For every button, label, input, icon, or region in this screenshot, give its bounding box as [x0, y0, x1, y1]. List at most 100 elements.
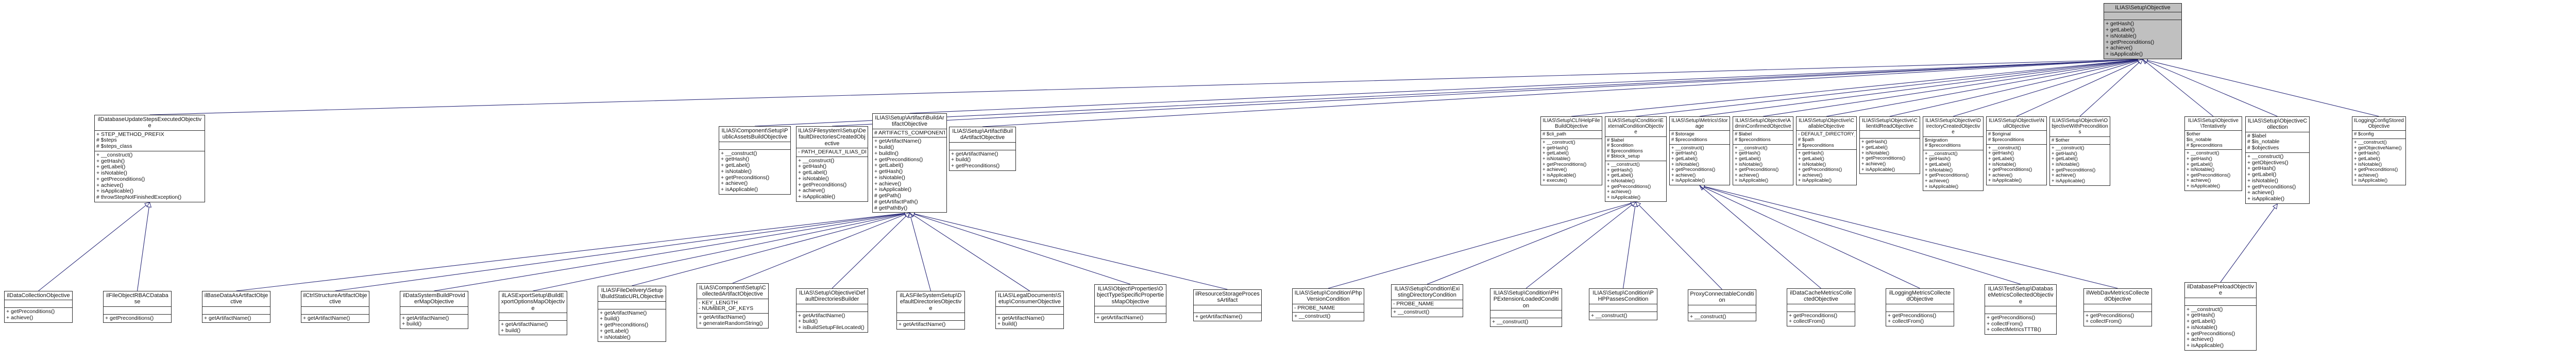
class-node-n_b_filerbac[interactable]: ilFileObjectRBACDatabase+ getPreconditio… — [103, 291, 172, 323]
class-operation-row: # getPathBy() — [874, 205, 908, 211]
class-node-n_b_cond_php[interactable]: ILIAS\Setup\Condition\PhpVersionConditio… — [1292, 288, 1364, 322]
class-operation-row: + __construct() — [1607, 162, 1640, 168]
class-node-n_b_comp[interactable]: ILIAS\Component\Setup\CollectedArtifactO… — [697, 283, 769, 329]
class-node-n_b_testsetup[interactable]: ILIAS\Test\Setup\DatabaseMetricsCollecte… — [1985, 284, 2057, 335]
class-operation-row: + getHash() — [1607, 167, 1633, 173]
class-operation-row: + achieve() — [1607, 189, 1632, 195]
class-operation-row: + collectFrom() — [1888, 319, 1924, 325]
class-node-n_b_filesys[interactable]: ilLASFileSystemSetup\DefaultDirectoriesO… — [896, 291, 965, 330]
class-operation-row: + __construct() — [1294, 314, 1331, 320]
class-operation-row: + isApplicable() — [1607, 195, 1641, 200]
class-node-attributes — [1194, 305, 1261, 313]
inheritance-edge — [1953, 59, 2143, 117]
class-attribute-row: # $label — [1735, 132, 1752, 137]
class-attribute-row: - PATH_DEFAULT_ILIAS_DIR — [798, 149, 866, 155]
class-node-operations: + __construct()+ getHash()+ getLabel()+ … — [796, 157, 868, 201]
class-node-n_metrics[interactable]: ILIAS\Setup\Metrics\Storage# $storage# $… — [1669, 116, 1730, 185]
class-operation-row: + __construct() — [2187, 306, 2223, 313]
inheritance-edge — [732, 212, 910, 284]
class-node-n_b_setupdefault[interactable]: ILIAS\Setup\Objective\DefaultDirectories… — [796, 288, 868, 333]
class-node-attributes: # ARTIFACTS_COMPONENTS_DIRECTORY — [873, 129, 946, 138]
class-node-n_b_resource[interactable]: ilResourceStorageProcessArtifact+ getArt… — [1193, 289, 1262, 322]
class-attribute-row: - NUMBER_OF_KEYS — [699, 306, 754, 312]
inheritance-edge — [2079, 59, 2143, 117]
class-node-n_b_logcoll[interactable]: ilLoggingMetricsCollectedObjective+ getP… — [1886, 288, 1954, 327]
class-node-operations: + getPreconditions() — [104, 315, 171, 323]
class-node-attributes — [1490, 310, 1562, 318]
class-node-n_objcollection[interactable]: ILIAS\Setup\ObjectiveCollection# $label#… — [2245, 116, 2310, 204]
class-operation-row: + achieve() — [1543, 167, 1567, 173]
class-node-n_b_cond_phpext[interactable]: ILIAS\Setup\Condition\PHPPassesCondition… — [1589, 288, 1657, 321]
class-node-root[interactable]: ILIAS\Setup\Objective+ getHash()+ getLab… — [2104, 3, 2182, 59]
class-operation-row: + isBuildSetupFileLocated() — [798, 325, 865, 331]
class-node-n_b_objprops[interactable]: ILIAS\Object\Properties\ObjectTypeSpecif… — [1094, 284, 1166, 323]
class-attribute-row: # $preconditions — [2187, 143, 2223, 148]
class-node-n_b_webdav[interactable]: ilWebDavMetricsCollectedObjective+ getPr… — [2083, 288, 2152, 327]
class-node-n_b_dataobj[interactable]: ilDataCacheMetricsCollectedObjective+ ge… — [1787, 288, 1855, 327]
class-node-attributes: - PROBE_NAME — [1293, 304, 1364, 313]
class-node-n_b_legal[interactable]: ILIAS\LegalDocuments\Setup\ConsumerObjec… — [995, 291, 1064, 330]
class-node-operations: + getArtifactName()+ build()+ buildIn()+… — [873, 137, 946, 212]
class-operation-row: + buildIn() — [874, 150, 899, 157]
inheritance-edge — [434, 212, 910, 291]
class-operation-row: + getHash() — [1861, 140, 1887, 145]
class-attribute-row: # $storage — [1671, 132, 1694, 137]
class-node-n_b_export[interactable]: ilLASExportSetup\BuildExportOptionsMapOb… — [499, 291, 567, 336]
class-node-operations: + __construct() — [1490, 318, 1562, 326]
class-operation-row: + isApplicable() — [721, 187, 758, 193]
inheritance-edge — [1699, 185, 1821, 289]
class-node-n_tentative[interactable]: ILIAS\Setup\Objective\Tentatively$other$… — [2184, 116, 2242, 191]
class-node-n_nullobj[interactable]: ILIAS\Setup\Objective\NullObjective# $or… — [1986, 116, 2047, 185]
class-node-n_cond_ext[interactable]: ILIAS\Setup\Condition\ExternalConditionO… — [1605, 116, 1667, 202]
class-node-n_b_dbpreset[interactable]: ilDatabasePreloadObjective+ __construct(… — [2184, 282, 2257, 351]
class-node-n_b_proxy[interactable]: ProxyConnectableCondition+ __construct() — [1688, 289, 1756, 322]
class-operation-row: + isNotable() — [1861, 150, 1890, 156]
class-attribute-row: # $objectives — [2247, 145, 2279, 151]
class-node-n_b_cond_dir[interactable]: ILIAS\Setup\Condition\ExistingDirectoryC… — [1391, 284, 1463, 318]
class-node-operations: + __construct()+ getHash()+ getLabel()+ … — [1670, 145, 1730, 185]
inheritance-edge — [909, 212, 1131, 285]
class-attribute-row: # $is_notable — [2247, 139, 2280, 145]
class-operation-row: + getArtifactName() — [951, 151, 998, 157]
class-node-n_b_cond_perm[interactable]: ILIAS\Setup\Condition\PHPExtensionLoaded… — [1490, 288, 1562, 327]
class-node-n_buildartifact[interactable]: ILIAS\Setup\Artifact\BuildArtifactObject… — [872, 113, 947, 213]
class-operation-row: + __construct() — [1492, 319, 1529, 325]
class-node-n_filesystem[interactable]: ILIAS\Filesystem\Setup\DefaultDirectorie… — [796, 126, 868, 202]
class-operation-row: + getLabel() — [1735, 156, 1761, 162]
class-node-n_dbupd[interactable]: ilDatabaseUpdateStepsExecutedObjective+ … — [94, 115, 205, 202]
class-node-attributes — [796, 304, 868, 312]
inheritance-edge — [1889, 59, 2143, 117]
class-node-n_clientdir[interactable]: ILIAS\Setup\Objective\ClientIdReadObject… — [1859, 116, 1920, 175]
class-node-n_b_datacoll[interactable]: ilDataCollectionObjective+ getPreconditi… — [4, 291, 73, 323]
class-node-n_clihelper[interactable]: ILIAS\Setup\CLI\HelpFileBuildObjective# … — [1540, 116, 1602, 185]
class-node-n_objwithpre[interactable]: ILIAS\Setup\Objective\ObjectiveWithPreco… — [2049, 116, 2110, 186]
class-node-title: ILIAS\Setup\Condition\ExistingDirectoryC… — [1392, 285, 1463, 300]
class-operation-row: + isNotable() — [1543, 156, 1571, 162]
class-node-n_b_structure[interactable]: ilCtrlStructureArtifactObjective+ getArt… — [301, 291, 369, 323]
class-node-title: ILIAS\Test\Setup\DatabaseMetricsCollecte… — [1985, 285, 2056, 306]
class-operation-row: + isNotable() — [1735, 162, 1763, 167]
class-attribute-row: # $other — [2052, 137, 2070, 143]
class-node-n_dirobj[interactable]: ILIAS\Setup\Objective\DirectoryCreatedOb… — [1923, 116, 1984, 192]
class-attribute-row: # $preconditions — [1671, 137, 1707, 143]
class-operation-row: + achieve() — [2354, 172, 2379, 178]
class-node-n_logging[interactable]: ILoggingConfigStoredObjective# $config+ … — [2352, 116, 2406, 185]
class-node-n_pubassets[interactable]: ILIAS\Component\Setup\PublicAssetsBuildO… — [719, 126, 791, 195]
class-node-n_b_databaseupd[interactable]: ilDataSystemBuildProviderMapObjective+ g… — [400, 291, 468, 330]
class-node-attributes: - DEFAULT_DIRECTORY_PERMISSIONS# $path# … — [1797, 131, 1856, 150]
class-node-n_build_arr[interactable]: ILIAS\Setup\Artifact\BuildArtifactObject… — [949, 127, 1016, 171]
class-operation-row: + __construct() — [2354, 140, 2387, 145]
inheritance-edge — [909, 212, 1228, 290]
class-node-n_callable[interactable]: ILIAS\Setup\Objective\CallableObjective-… — [1796, 116, 1857, 185]
class-node-n_b_basedata[interactable]: ilBaseDataAsArtifactObjective+ getArtifa… — [202, 291, 270, 323]
inheritance-edge — [533, 212, 910, 291]
class-node-n_b_filedel[interactable]: ILIAS\FileDelivery\Setup\BuildStaticURLO… — [598, 286, 666, 342]
class-operation-row: + __construct() — [798, 158, 835, 164]
class-operation-row: + getPreconditions() — [2187, 331, 2235, 337]
class-attribute-row: # $preconditions — [1735, 137, 1771, 143]
class-node-n_admconfirm[interactable]: ILIAS\Setup\Objective\AdminConfirmedObje… — [1733, 116, 1793, 185]
class-operation-row: + getArtifactName() — [501, 321, 548, 327]
class-operation-row: + getPreconditions() — [1735, 167, 1779, 173]
class-operation-row: + getHash() — [2106, 21, 2134, 27]
